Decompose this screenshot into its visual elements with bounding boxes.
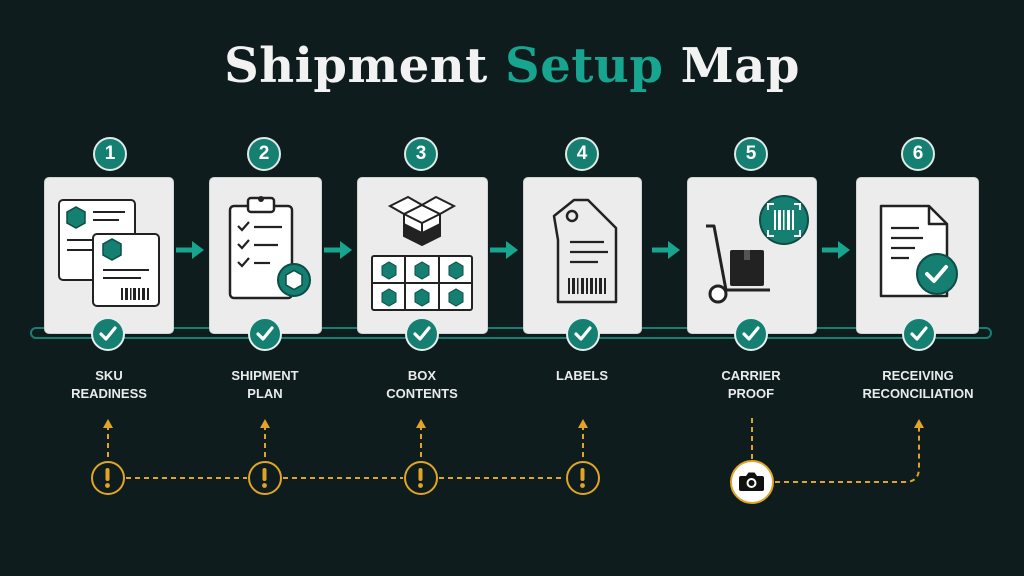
step-4-label: LABELS [502, 367, 662, 385]
step-6-number: 6 [901, 137, 935, 171]
flow-arrow-3-icon [490, 241, 518, 259]
step-6-label: RECEIVING RECONCILIATION [838, 367, 998, 403]
step-2-card[interactable] [210, 178, 321, 333]
warning-exclamation-icon [580, 468, 585, 488]
flow-arrow-4-icon [652, 241, 680, 259]
step-5-label-line1: CARRIER [721, 368, 781, 383]
clipboard-checklist-icon [228, 196, 311, 300]
sku-documents-icon [58, 199, 160, 307]
process-rail [30, 327, 992, 339]
step-1-card[interactable] [45, 178, 173, 333]
step-2-label-line1: SHIPMENT [231, 368, 299, 383]
warning-exclamation-icon [105, 468, 110, 488]
step-5-label: CARRIER PROOF [671, 367, 831, 403]
step-1-label-line2: READINESS [71, 386, 147, 401]
step-2-label: SHIPMENT PLAN [185, 367, 345, 403]
open-box-grid-icon [371, 195, 473, 311]
step-4-card[interactable] [524, 178, 641, 333]
warning-exclamation-icon [418, 468, 423, 488]
title-accent: Setup [505, 38, 664, 94]
warning-3-marker [404, 461, 438, 495]
step-2-check-icon [248, 317, 282, 351]
step-1-label-line1: SKU [95, 368, 123, 383]
flow-arrow-5-icon [822, 241, 850, 259]
step-5-label-line2: PROOF [727, 386, 775, 401]
flow-arrow-2-icon [324, 241, 352, 259]
camera-icon [739, 472, 764, 491]
step-4-number: 4 [565, 137, 599, 171]
flow-arrow-1-icon [176, 241, 204, 259]
step-2-number: 2 [247, 137, 281, 171]
step-3-card[interactable] [358, 178, 487, 333]
step-5-check-icon [734, 317, 768, 351]
step-5-card[interactable] [688, 178, 816, 333]
step-1-label: SKU READINESS [29, 367, 189, 403]
warning-1-marker [91, 461, 125, 495]
title-main: Shipment [224, 38, 506, 94]
hand-truck-scan-icon [706, 195, 809, 304]
step-3-label-line1: BOX [407, 368, 437, 383]
warning-4-marker [566, 461, 600, 495]
warning-exclamation-icon [262, 468, 267, 488]
step-5-number: 5 [734, 137, 768, 171]
page-title: Shipment Setup Map [0, 38, 1024, 94]
step-4-label-line1: LABELS [556, 368, 608, 383]
proof-camera-marker [730, 460, 774, 504]
step-6-check-icon [902, 317, 936, 351]
step-1-check-icon [91, 317, 125, 351]
step-6-label-line1: RECEIVING [882, 368, 954, 383]
document-check-icon [879, 204, 958, 298]
step-4-check-icon [566, 317, 600, 351]
step-3-label-line2: CONTENTS [386, 386, 458, 401]
step-6-label-line2: RECONCILIATION [862, 386, 974, 401]
step-3-number: 3 [404, 137, 438, 171]
step-2-label-line2: PLAN [247, 386, 283, 401]
shipping-tag-icon [552, 198, 618, 304]
title-tail: Map [663, 38, 800, 94]
step-1-number: 1 [93, 137, 127, 171]
step-3-check-icon [405, 317, 439, 351]
step-3-label: BOX CONTENTS [342, 367, 502, 403]
step-6-card[interactable] [857, 178, 978, 333]
warning-2-marker [248, 461, 282, 495]
